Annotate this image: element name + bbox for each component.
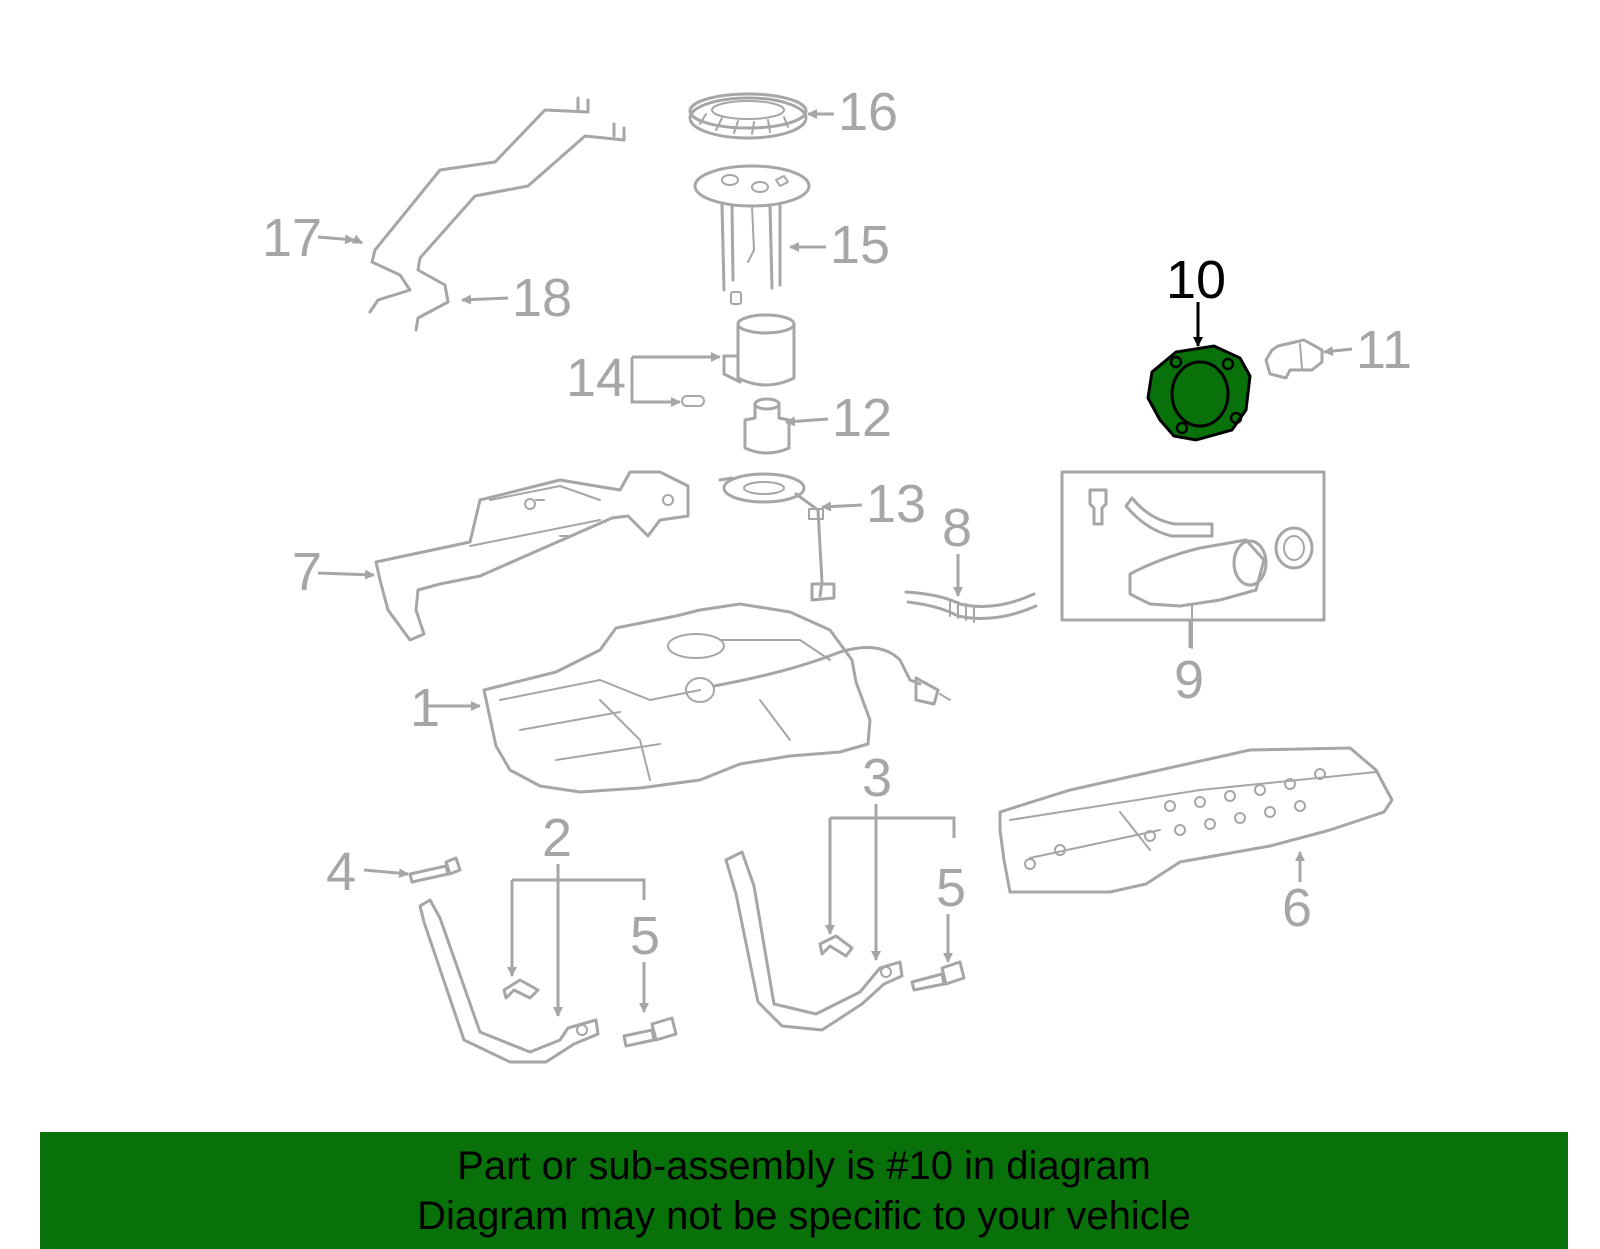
part-10-highlighted[interactable] (1146, 344, 1252, 442)
part-12-fuel-strainer[interactable] (743, 397, 791, 455)
callout-4: 4 (326, 842, 356, 902)
callout-5-left: 5 (630, 906, 660, 966)
part-3-tank-strap[interactable] (724, 850, 904, 1032)
banner-line-2: Diagram may not be specific to your vehi… (417, 1193, 1191, 1238)
part-1-fuel-tank[interactable] (482, 602, 951, 794)
leader-lines (317, 109, 1353, 1017)
callout-11: 11 (1356, 320, 1412, 380)
part-13-fuel-gauge-sender[interactable] (718, 472, 836, 602)
callout-16: 16 (838, 82, 898, 142)
part-9-filler-pipe-assembly[interactable] (1060, 470, 1326, 649)
part-11-valve[interactable] (1264, 338, 1324, 380)
callout-18: 18 (512, 268, 572, 328)
part-14-fuel-filter[interactable] (681, 313, 796, 407)
callout-6: 6 (1282, 878, 1312, 938)
part-4-bolt[interactable] (408, 856, 462, 884)
callout-13: 13 (866, 474, 926, 534)
part-6-protector-plate[interactable] (998, 746, 1394, 894)
info-banner: Part or sub-assembly is #10 in diagram D… (40, 1132, 1568, 1249)
callout-10: 10 (1166, 250, 1226, 310)
banner-line-1: Part or sub-assembly is #10 in diagram (457, 1143, 1151, 1188)
callout-5-right: 5 (936, 858, 966, 918)
callout-15: 15 (830, 215, 890, 275)
callout-1: 1 (410, 678, 440, 738)
part-7-heat-insulator[interactable] (374, 470, 690, 642)
callout-2: 2 (542, 808, 572, 868)
callout-14: 14 (566, 348, 626, 408)
part-8-hose[interactable] (904, 590, 1038, 623)
part-5-bolt-right[interactable] (910, 960, 966, 992)
part-17-fuel-line[interactable] (368, 96, 590, 314)
callout-17: 17 (262, 208, 322, 268)
callout-9: 9 (1174, 650, 1204, 710)
part-2-tank-strap[interactable] (418, 898, 600, 1064)
part-15-pump-bracket[interactable] (693, 164, 811, 305)
callout-3: 3 (862, 748, 892, 808)
part-16-lock-ring[interactable] (688, 92, 808, 140)
callout-12: 12 (832, 388, 892, 448)
callout-8: 8 (942, 498, 972, 558)
part-18-fuel-line[interactable] (414, 122, 626, 332)
part-5-bolt-left[interactable] (622, 1016, 678, 1048)
callout-7: 7 (292, 542, 322, 602)
